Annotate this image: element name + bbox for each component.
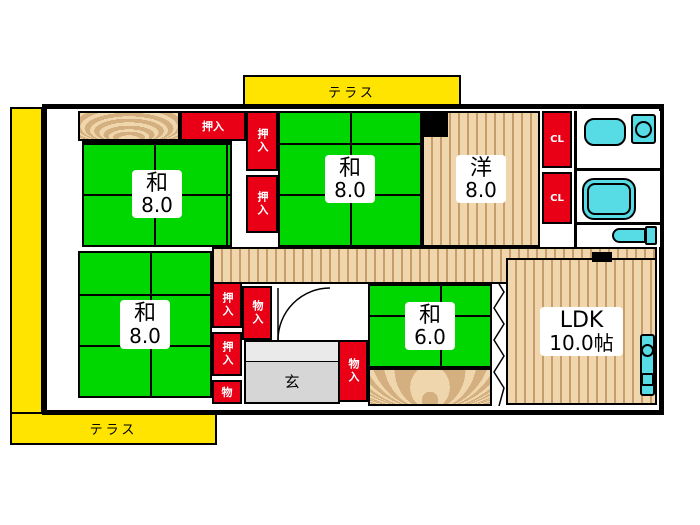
toilet-tank-icon (645, 226, 657, 245)
room-name: 和 (418, 302, 441, 328)
washing-machine-icon (631, 114, 656, 144)
closet-cl-2: CL (542, 172, 572, 224)
bathtub-icon (582, 178, 636, 220)
terrace-top-label: テラス (328, 86, 376, 101)
ldk-door-block (592, 252, 612, 262)
terrace-bottom: テラス (10, 412, 217, 445)
room-name: 和 (133, 301, 156, 327)
room-size: 8.0 (141, 193, 173, 218)
door-arc-icon (277, 287, 331, 341)
toilet-bowl-icon (612, 228, 646, 243)
closet-label: 押入 (256, 191, 269, 217)
terrace-top: テラス (243, 75, 461, 108)
closet-cl-1: CL (542, 111, 572, 168)
closet-oshiire-v2: 押入 (246, 175, 278, 233)
closet-monoire-1: 物入 (242, 286, 272, 340)
closet-mono: 物 (212, 380, 242, 404)
closet-label: 押入 (202, 120, 224, 133)
room-label: 和 8.0 (325, 154, 375, 204)
room-size: 8.0 (465, 178, 497, 203)
closet-label: 押入 (256, 128, 269, 154)
entrance-area: 玄 (244, 340, 340, 404)
closet-label: CL (550, 192, 564, 204)
closet-oshiire-m2: 押入 (212, 332, 242, 376)
sink-vanity-icon (584, 118, 626, 146)
room-ldk: LDK 10.0帖 (506, 258, 657, 405)
room-name: 洋 (469, 155, 492, 181)
closet-label: CL (550, 134, 564, 145)
wood-grain-bottom (368, 368, 492, 406)
entrance-step (246, 342, 338, 362)
closet-label: 押入 (221, 341, 234, 367)
room-wa-bottom-mid: 和 6.0 (368, 284, 492, 368)
closet-label: 物入 (347, 358, 360, 384)
room-label: 和 6.0 (405, 301, 455, 351)
closet-label: 押入 (221, 292, 234, 318)
bathtub-inner-icon (587, 183, 631, 215)
room-wa-mid-left: 和 8.0 (78, 251, 212, 398)
closet-label: 物入 (251, 300, 264, 326)
washing-machine-drum-icon (635, 120, 652, 138)
room-name: LDK (559, 308, 604, 334)
room-size: 6.0 (414, 325, 446, 350)
entrance-label: 玄 (284, 373, 300, 391)
kitchen-sink-bowl-icon (641, 344, 654, 357)
kitchen-sink-icon (640, 334, 655, 396)
room-wa-top-left: 和 8.0 (82, 141, 232, 247)
closet-oshiire-top: 押入 (180, 111, 246, 141)
terrace-left-strip (10, 107, 43, 445)
terrace-bottom-label: テラス (89, 423, 138, 438)
room-name: 和 (145, 170, 168, 196)
kitchen-stove-icon (641, 373, 654, 386)
closet-oshiire-m1: 押入 (212, 282, 242, 328)
room-label: LDK 10.0帖 (540, 307, 623, 356)
room-size: 10.0帖 (549, 330, 614, 355)
closet-label: 物 (221, 386, 233, 399)
closet-oshiire-v1: 押入 (246, 111, 278, 171)
room-label: 洋 8.0 (456, 154, 506, 204)
room-label: 和 8.0 (132, 169, 182, 219)
wood-grain-top-left (78, 111, 180, 141)
room-name: 和 (338, 155, 361, 181)
washroom-divider-2 (574, 222, 660, 225)
room-label: 和 8.0 (120, 300, 170, 349)
room-size: 8.0 (334, 178, 366, 203)
closet-monoire-2: 物入 (338, 340, 368, 402)
pillar-block (424, 113, 448, 137)
room-size: 8.0 (129, 323, 161, 348)
accordion-divider-icon (492, 284, 506, 406)
room-wa-top-mid: 和 8.0 (278, 111, 422, 247)
washroom-divider-1 (574, 168, 660, 171)
